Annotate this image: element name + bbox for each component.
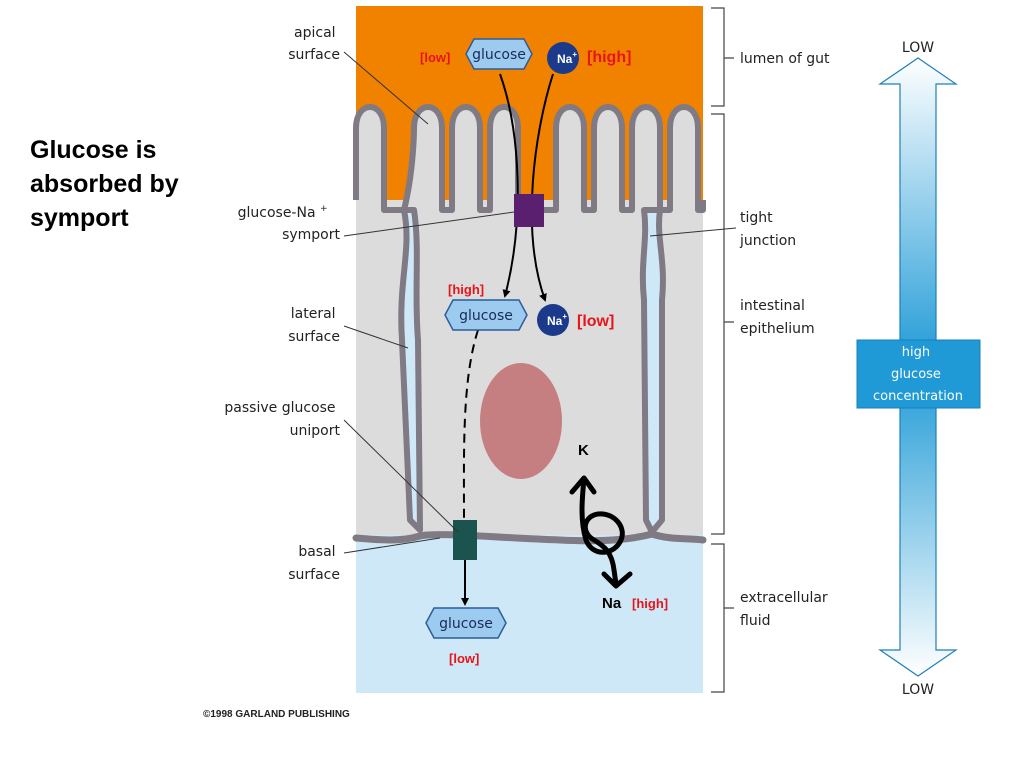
copyright-notice: ©1998 GARLAND PUBLISHING	[203, 709, 350, 720]
sodium-ion-apical	[547, 42, 579, 74]
lateral-surface-label: lateral surface	[288, 306, 340, 345]
glucose-na-symporter	[514, 194, 544, 227]
glucose-molecule-cytosol	[444, 299, 528, 331]
glucose-label-cytosol: glucose	[459, 308, 513, 324]
basal-surface-label: basal surface	[288, 544, 340, 583]
tight-junction-leader	[649, 227, 737, 237]
glucose-path-in	[499, 73, 519, 298]
glucose-uniporter	[453, 520, 477, 560]
potassium-label: K	[578, 442, 589, 459]
epithelium-label: intestinal epithelium	[740, 298, 815, 337]
left-intercellular-space	[398, 207, 423, 533]
basal-membrane	[352, 530, 707, 545]
glucose-passive-path	[462, 329, 479, 521]
extracellular-glucose-level: [low]	[449, 651, 479, 666]
apical-surface-label: apical surface	[288, 25, 340, 63]
lumen-bracket	[711, 7, 734, 107]
slide-title: Glucose is absorbed by symport	[30, 133, 230, 235]
uniporter-leader	[343, 419, 459, 533]
sodium-path-in	[530, 73, 554, 302]
sodium-handwritten-level: [high]	[632, 596, 668, 611]
sodium-potassium-pump-scribble	[569, 475, 633, 589]
lumen-label: lumen of gut	[740, 51, 830, 67]
lateral-surface-leader	[343, 325, 409, 349]
right-intercellular-space	[639, 207, 666, 535]
nucleus	[480, 363, 562, 479]
glucose-molecule-apical	[465, 38, 533, 70]
title-line: symport	[30, 204, 129, 232]
tight-junction-label: tight junction	[739, 210, 796, 249]
microvilli	[353, 104, 706, 213]
cytosol-glucose-level: [high]	[448, 282, 484, 297]
gradient-top-label: LOW	[902, 40, 934, 56]
gradient-midpoint-box	[856, 339, 981, 409]
glucose-molecule-extracellular	[425, 607, 507, 639]
extracellular-fluid	[356, 535, 703, 693]
glucose-label-apical: glucose	[472, 47, 526, 63]
extracellular-label: extracellular fluid	[740, 590, 832, 629]
sodium-label-apical: Na+	[557, 50, 577, 66]
sodium-handwritten-label: Na	[602, 595, 622, 612]
apical-surface-leader	[343, 51, 429, 125]
sodium-label-cytosol: Na+	[547, 312, 567, 328]
epithelium-bracket	[711, 113, 734, 535]
gradient-midpoint-label: high glucose concentration	[873, 345, 963, 404]
title-line: Glucose is	[30, 136, 157, 164]
basal-surface-leader	[343, 537, 441, 554]
apical-sodium-level: [high]	[587, 49, 631, 66]
symporter-leader	[343, 211, 515, 237]
sodium-ion-cytosol	[537, 304, 569, 336]
uniporter-label: passive glucose uniport	[224, 400, 340, 439]
glucose-label-extracellular: glucose	[439, 616, 493, 632]
gradient-bottom-label: LOW	[902, 682, 934, 698]
cytosol-sodium-level: [low]	[577, 313, 614, 330]
extracellular-bracket	[711, 543, 734, 693]
title-line: absorbed by	[30, 170, 179, 198]
symporter-label: glucose-Na + symport	[238, 199, 341, 243]
apical-glucose-level: [low]	[420, 50, 450, 65]
